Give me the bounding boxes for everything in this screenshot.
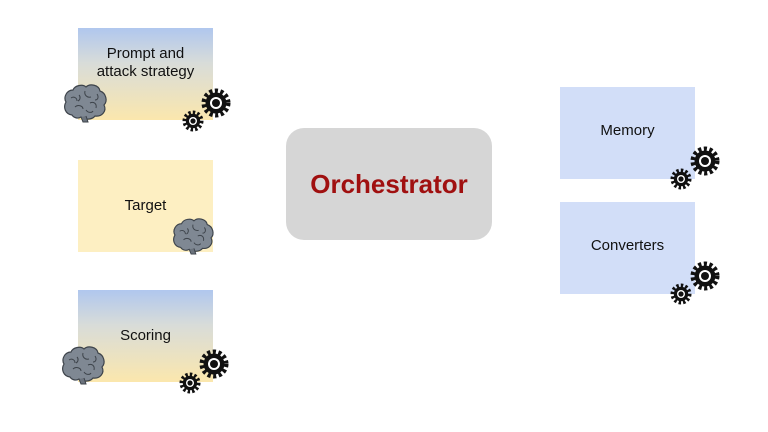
brain-icon xyxy=(173,218,214,255)
memory-box: Memory xyxy=(560,87,695,179)
orchestrator-label: Orchestrator xyxy=(310,168,468,199)
large-gear-icon xyxy=(201,88,231,118)
brain-icon xyxy=(62,346,105,385)
large-gear-icon xyxy=(690,261,720,291)
small-gear-icon xyxy=(670,168,692,190)
small-gear-icon xyxy=(670,283,692,305)
brain-icon xyxy=(64,84,107,123)
converters-box: Converters xyxy=(560,202,695,294)
small-gear-icon xyxy=(182,110,204,132)
scoring-label: Scoring xyxy=(120,327,171,344)
target-label: Target xyxy=(124,197,167,214)
orchestrator-box: Orchestrator xyxy=(286,128,492,240)
memory-label: Memory xyxy=(600,122,655,139)
large-gear-icon xyxy=(199,349,229,379)
large-gear-icon xyxy=(690,146,720,176)
prompt-and-attack-strategy-label: Prompt and attack strategy xyxy=(96,45,195,80)
small-gear-icon xyxy=(179,372,201,394)
converters-label: Converters xyxy=(590,237,665,254)
